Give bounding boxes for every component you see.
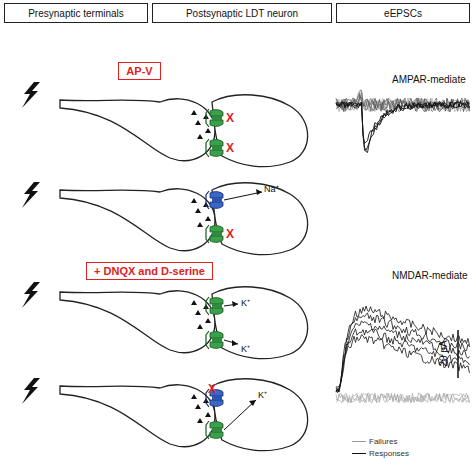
ion-label: Na⁺ (264, 182, 279, 195)
node-text: Presynaptic terminals (28, 8, 124, 19)
node-text: eEPSCs (384, 8, 422, 19)
header-box: Presynaptic terminals (4, 3, 148, 23)
current-trace (336, 102, 470, 151)
current-trace (336, 102, 470, 153)
legend-text: Responses (369, 449, 409, 458)
current-trace (336, 393, 470, 403)
header-box: Postsynaptic LDT neuron (152, 3, 332, 23)
ion-label: K⁺ (241, 296, 250, 309)
legend-item: Responses (352, 449, 409, 458)
condition-box: + DNQX and D-serine (86, 262, 213, 280)
trace-label: NMDAR-mediate (392, 270, 468, 281)
node-text: AP-V (126, 65, 152, 77)
scale-label: 20 pA (438, 340, 449, 366)
trace-label: AMPAR-mediate (392, 74, 466, 85)
block-mark: X (226, 111, 234, 125)
header-box: eEPSCs (336, 3, 470, 23)
node-text: Postsynaptic LDT neuron (186, 8, 298, 19)
ion-label: K⁺ (258, 388, 267, 401)
current-trace (336, 313, 470, 393)
node-text: + DNQX and D-serine (94, 265, 205, 277)
current-trace (336, 393, 470, 403)
current-trace (336, 92, 470, 112)
block-mark: X (226, 141, 234, 155)
block-mark: X (226, 227, 234, 241)
block-mark: X (208, 382, 216, 396)
condition-box: AP-V (118, 62, 161, 80)
legend-item: Failures (352, 437, 397, 446)
legend-text: Failures (369, 437, 397, 446)
current-trace (336, 306, 470, 392)
current-trace (336, 393, 470, 403)
current-trace (336, 92, 470, 112)
ion-label: K⁺ (241, 342, 250, 355)
legend-line (352, 453, 366, 454)
current-trace (336, 102, 470, 144)
legend-line (352, 441, 366, 442)
